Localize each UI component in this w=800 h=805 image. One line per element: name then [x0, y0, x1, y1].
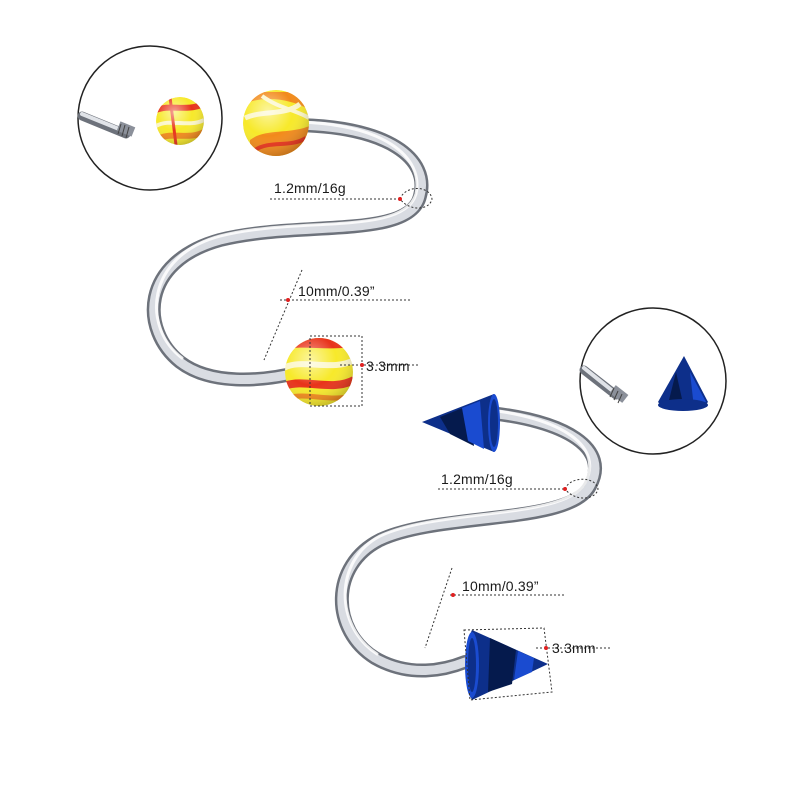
- marker-dot: [451, 593, 455, 597]
- spike-end-top: [422, 394, 500, 452]
- marker-dot: [544, 646, 548, 650]
- spike-detail-inset: [579, 307, 727, 455]
- ball-dimensions: [263, 188, 433, 407]
- spike-end-bottom: [465, 630, 548, 700]
- marker-dot: [286, 298, 290, 302]
- thread-tip-icon: [609, 385, 629, 404]
- end-size-label-spike: 3.3mm: [552, 640, 596, 656]
- gauge-label-spike: 1.2mm/16g: [441, 471, 513, 487]
- ball-detail-inset: [77, 45, 223, 191]
- thread-tip-icon: [116, 121, 136, 139]
- marker-dot: [360, 363, 364, 367]
- length-label-spike: 10mm/0.39”: [462, 578, 539, 594]
- marker-dot: [563, 487, 567, 491]
- end-size-label-ball: 3.3mm: [366, 358, 410, 374]
- spike-end-loose: [658, 356, 708, 411]
- gauge-label-ball: 1.2mm/16g: [274, 180, 346, 196]
- length-label-ball: 10mm/0.39”: [298, 283, 375, 299]
- spike-dimensions: [424, 478, 610, 701]
- spike-spiral-barbell: [334, 394, 602, 700]
- marker-dot: [398, 197, 402, 201]
